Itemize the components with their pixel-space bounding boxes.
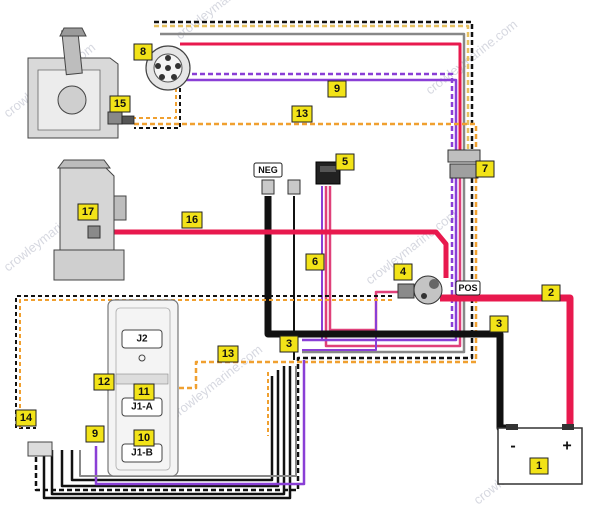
- battery-minus: -: [510, 438, 515, 455]
- wire-solenoid-purple: [302, 300, 377, 351]
- svg-text:16: 16: [186, 214, 198, 226]
- wire-purple: [168, 78, 458, 150]
- wire-black-dashed-15: [134, 88, 181, 129]
- j1b-label: J1-B: [131, 448, 153, 459]
- callout-7: 7: [475, 160, 495, 178]
- callout-9b: 9: [85, 425, 105, 443]
- connector-14: [27, 441, 53, 457]
- callout-1: 1: [529, 457, 549, 475]
- wire-trunk-purple: [302, 178, 458, 342]
- callout-9: 9: [327, 80, 347, 98]
- svg-text:9: 9: [92, 428, 98, 440]
- svg-text:5: 5: [342, 156, 348, 168]
- wire-trunk-pink: [324, 178, 462, 348]
- svg-text:14: 14: [20, 412, 33, 424]
- j1a-label: J1-A: [131, 402, 153, 413]
- svg-text:2: 2: [548, 287, 554, 299]
- callout-5: 5: [335, 153, 355, 171]
- starter-solenoid: POS: [397, 275, 481, 305]
- svg-text:3: 3: [286, 338, 292, 350]
- svg-text:4: 4: [400, 266, 407, 278]
- wire-black-dashed: [154, 20, 474, 150]
- wire-trunk-orange: [302, 178, 478, 364]
- wire-bundle-d: [70, 376, 274, 482]
- callout-16: 16: [181, 211, 203, 229]
- wire-bundle-a: [42, 366, 292, 500]
- callout-13b: 13: [217, 345, 239, 363]
- svg-text:1: 1: [536, 460, 542, 472]
- svg-text:12: 12: [98, 376, 110, 388]
- callout-12: 12: [93, 373, 115, 391]
- svg-text:6: 6: [312, 256, 318, 268]
- svg-text:13: 13: [296, 108, 308, 120]
- svg-text:15: 15: [114, 98, 126, 110]
- svg-text:7: 7: [482, 163, 488, 175]
- callout-11: 11: [133, 383, 155, 401]
- callout-6: 6: [305, 253, 325, 271]
- callout-14: 14: [15, 409, 37, 427]
- wire-13-lower: [174, 360, 302, 390]
- wire-bundle-purple: [94, 360, 306, 486]
- battery-plus: +: [562, 438, 571, 455]
- wire-bundle-b: [50, 366, 286, 496]
- wire-purple-dashed: [168, 72, 454, 150]
- callout-3b: 3: [279, 335, 299, 353]
- callout-13: 13: [291, 105, 313, 123]
- harness-connector: [447, 149, 481, 179]
- svg-text:11: 11: [138, 386, 150, 398]
- wire-orange-dashed-15: [134, 88, 177, 119]
- callout-3: 3: [489, 315, 509, 333]
- neg-label: NEG: [258, 165, 278, 175]
- pos-label: POS: [458, 283, 477, 293]
- wire-fuse-orange: [19, 299, 392, 428]
- wire-orange-dashed-13: [134, 122, 478, 150]
- callout-10: 10: [133, 429, 155, 447]
- svg-text:3: 3: [496, 318, 502, 330]
- battery: - +: [497, 424, 583, 485]
- wire-trunk-black: [34, 178, 474, 492]
- callout-2: 2: [541, 284, 561, 302]
- callout-4: 4: [393, 263, 413, 281]
- j2-label: J2: [136, 334, 148, 345]
- neg-terminal: NEG: [253, 162, 301, 195]
- svg-text:17: 17: [82, 206, 94, 218]
- fuse-holder: [315, 161, 341, 185]
- wire-trunk-gray: [302, 178, 466, 354]
- svg-text:8: 8: [140, 46, 146, 58]
- wire-red-top: [180, 42, 462, 150]
- wires: [15, 20, 574, 500]
- svg-text:13: 13: [222, 348, 234, 360]
- wire-fuse-black: [15, 295, 392, 429]
- callout-17: 17: [77, 203, 99, 221]
- wire-bundle-gray: [79, 366, 297, 477]
- wire-gray: [160, 32, 466, 150]
- round-connector: [145, 45, 191, 91]
- callouts: 1 2 3 3 4 5 6 7 8 9 9 10 11 12 13 13 14 …: [15, 43, 561, 475]
- watermark: crowleymarine.com: [168, 342, 265, 423]
- wire-tan-dashed: [154, 24, 470, 150]
- wire-16-red: [96, 229, 449, 278]
- callout-15: 15: [109, 95, 131, 113]
- wire-bundle-c: [60, 370, 280, 488]
- svg-text:10: 10: [138, 432, 150, 444]
- callout-8: 8: [133, 43, 153, 61]
- svg-text:9: 9: [334, 83, 340, 95]
